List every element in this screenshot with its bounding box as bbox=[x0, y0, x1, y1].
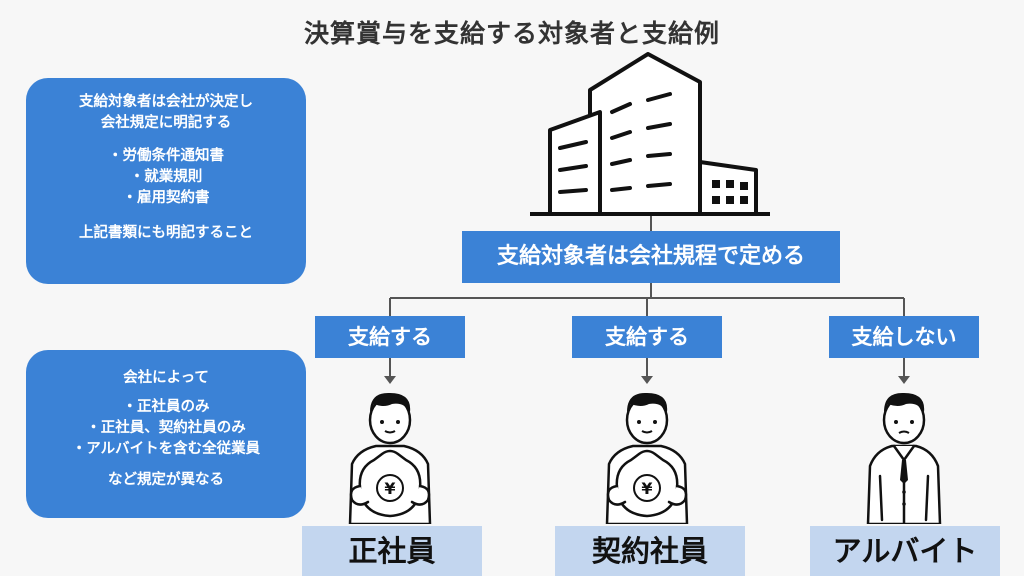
info-bullet: ・正社員、契約社員のみ bbox=[86, 420, 246, 436]
info-heading-line: 会社規定に明記する bbox=[100, 115, 232, 131]
status-chip-no-pay: 支給しない bbox=[829, 316, 979, 358]
info-bullet: ・雇用契約書 bbox=[122, 190, 210, 206]
info-box-rules: 支給対象者は会社が決定し 会社規定に明記する ・労働条件通知書 ・就業規則 ・雇… bbox=[26, 78, 306, 284]
info-bullet: ・労働条件通知書 bbox=[108, 148, 224, 164]
employee-label-keiyaku: 契約社員 bbox=[555, 526, 745, 576]
building-icon bbox=[530, 52, 770, 216]
yen-symbol: ¥ bbox=[384, 479, 395, 498]
info-bullet: ・就業規則 bbox=[129, 169, 203, 185]
status-chip-pay: 支給する bbox=[572, 316, 722, 358]
status-chip-pay: 支給する bbox=[315, 316, 465, 358]
person-with-money-bag-icon: ¥ bbox=[348, 392, 432, 524]
info-footer: など規定が異なる bbox=[108, 472, 224, 488]
page-title: 決算賞与を支給する対象者と支給例 bbox=[303, 19, 720, 48]
yen-symbol: ¥ bbox=[641, 479, 652, 498]
company-rule-chip: 支給対象者は会社規程で定める bbox=[462, 231, 840, 283]
employee-label-seishain: 正社員 bbox=[302, 526, 482, 576]
person-icon bbox=[866, 392, 942, 524]
info-bullet: ・アルバイトを含む全従業員 bbox=[71, 441, 261, 457]
person-with-money-bag-icon: ¥ bbox=[605, 392, 689, 524]
info-footer: 上記書類にも明記すること bbox=[79, 225, 253, 241]
info-bullet: ・正社員のみ bbox=[122, 399, 210, 415]
info-heading: 会社によって bbox=[123, 370, 209, 386]
employee-label-arubaito: アルバイト bbox=[810, 526, 1000, 576]
info-box-examples: 会社によって ・正社員のみ ・正社員、契約社員のみ ・アルバイトを含む全従業員 … bbox=[26, 350, 306, 518]
info-heading-line: 支給対象者は会社が決定し bbox=[79, 94, 253, 110]
